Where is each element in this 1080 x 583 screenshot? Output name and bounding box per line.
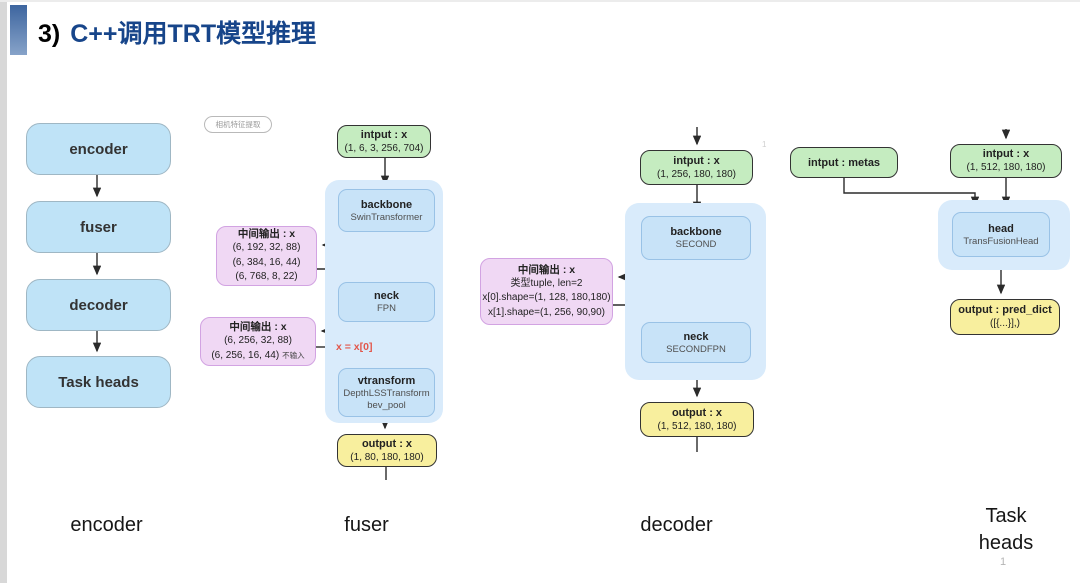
fuser-neck-title: neck xyxy=(373,290,400,302)
decoder-neck-subtitle: SECONDFPN xyxy=(666,343,726,355)
decoder-output-shape: (1, 512, 180, 180) xyxy=(657,420,737,432)
title-accent-bar xyxy=(10,5,27,55)
fuser-input-title: intput : x xyxy=(360,128,408,141)
decoder-output-box: output : x (1, 512, 180, 180) xyxy=(640,402,754,437)
decoder-input-shape: (1, 256, 180, 180) xyxy=(657,168,736,180)
fuser-backbone-title: backbone xyxy=(360,198,413,211)
decoder-input-title: intput : x xyxy=(673,154,720,167)
decoder-input-box: intput : x (1, 256, 180, 180) xyxy=(640,150,753,185)
fuser-slice-label: x = x[0] xyxy=(336,341,373,353)
head-output-box: output : pred_dict ([{...}],) xyxy=(950,299,1060,335)
fuser-not-input-note: 不输入 xyxy=(282,350,305,360)
decoder-backbone-subtitle: SECOND xyxy=(675,239,717,250)
fuser-mid-output-1-shape: (6, 192, 32, 88) xyxy=(232,242,301,254)
decoder-neck-box: neck SECONDFPN xyxy=(641,322,751,363)
fuser-mid-output-1-shape: (6, 384, 16, 44) xyxy=(232,256,301,268)
head-input-metas-title: intput : metas xyxy=(807,156,881,169)
overview-node-decoder: decoder xyxy=(26,279,171,331)
fuser-vtransform-subtitle: DepthLSSTransform xyxy=(343,387,430,399)
page-number: 1 xyxy=(1000,556,1007,568)
fuser-mid-output-2-shape: (6, 256, 16, 44)不输入 xyxy=(211,349,304,364)
fuser-vtransform-box: vtransform DepthLSSTransform bev_pool xyxy=(338,368,435,417)
caption-encoder: encoder xyxy=(70,514,143,536)
caption-task-heads: Task heads xyxy=(966,503,1046,557)
decoder-backbone-box: backbone SECOND xyxy=(641,216,751,260)
head-input-x-title: intput : x xyxy=(982,148,1030,161)
fuser-mid-output-2-title: 中间输出 : x xyxy=(229,321,287,333)
head-output-title: output : pred_dict xyxy=(958,304,1052,317)
fuser-vtransform-subtitle2: bev_pool xyxy=(367,399,406,411)
decoder-backbone-title: backbone xyxy=(670,226,722,238)
caption-task-heads-line2: heads xyxy=(978,532,1034,554)
decoder-mid-output-shape-2: x[1].shape=(1, 256, 90,90) xyxy=(487,306,606,318)
title-number: 3) xyxy=(38,20,61,48)
overview-node-fuser: fuser xyxy=(26,201,171,253)
fuser-mid-output-1-box: 中间输出 : x (6, 192, 32, 88) (6, 384, 16, 4… xyxy=(216,226,317,286)
fuser-mid-output-1-shape: (6, 768, 8, 22) xyxy=(235,271,298,283)
fuser-input-box: intput : x (1, 6, 3, 256, 704) xyxy=(337,125,431,158)
camera-feature-badge: 相机特征提取 xyxy=(204,116,272,133)
fuser-mid-output-2-shape: (6, 256, 32, 88) xyxy=(224,335,292,346)
fuser-mid-output-1-title: 中间输出 : x xyxy=(237,228,296,241)
overview-node-label: encoder xyxy=(69,140,128,158)
caption-task-heads-line1: Task xyxy=(985,505,1027,527)
fuser-backbone-box: backbone SwinTransformer xyxy=(338,189,435,232)
fuser-vtransform-title: vtransform xyxy=(357,374,416,387)
title-text: C++调用TRT模型推理 xyxy=(70,20,317,48)
head-output-shape: ([{...}],) xyxy=(989,318,1020,330)
fuser-output-shape: (1, 80, 180, 180) xyxy=(350,451,424,463)
decoder-neck-title: neck xyxy=(683,330,709,343)
overview-node-label: Task heads xyxy=(58,373,139,391)
overview-node-label: decoder xyxy=(69,296,128,314)
head-input-x-shape: (1, 512, 180, 180) xyxy=(966,162,1046,174)
decoder-mid-output-type: 类型tuple, len=2 xyxy=(510,277,583,289)
slide-left-edge xyxy=(0,0,7,583)
head-box: head TransFusionHead xyxy=(952,212,1050,257)
fuser-backbone-subtitle: SwinTransformer xyxy=(350,211,423,223)
head-input-metas-box: intput : metas xyxy=(790,147,898,178)
overview-node-task-heads: Task heads xyxy=(26,356,171,408)
slide-top-edge xyxy=(0,0,1080,2)
fuser-mid-output-2-shape-2: (6, 256, 16, 44) xyxy=(211,349,280,361)
head-subtitle: TransFusionHead xyxy=(963,235,1039,247)
fuser-neck-box: neck FPN xyxy=(338,282,435,322)
fuser-mid-output-2-box: 中间输出 : x (6, 256, 32, 88) (6, 256, 16, 4… xyxy=(200,317,316,366)
fuser-neck-subtitle: FPN xyxy=(377,303,396,314)
caption-decoder: decoder xyxy=(640,514,713,536)
head-input-x-box: intput : x (1, 512, 180, 180) xyxy=(950,144,1062,178)
decoder-mid-output-title: 中间输出 : x xyxy=(517,263,576,276)
fuser-input-shape: (1, 6, 3, 256, 704) xyxy=(344,142,424,154)
fuser-output-box: output : x (1, 80, 180, 180) xyxy=(337,434,437,467)
decoder-mid-output-box: 中间输出 : x 类型tuple, len=2 x[0].shape=(1, 1… xyxy=(480,258,613,325)
footnote-marker: 1 xyxy=(762,140,767,149)
decoder-mid-output-shape: x[0].shape=(1, 128, 180,180) xyxy=(482,292,611,304)
decoder-output-title: output : x xyxy=(671,406,723,419)
overview-node-encoder: encoder xyxy=(26,123,171,175)
page-title: 3) C++调用TRT模型推理 xyxy=(38,14,316,50)
head-title: head xyxy=(988,222,1014,235)
overview-node-label: fuser xyxy=(80,218,117,236)
fuser-output-title: output : x xyxy=(361,437,413,450)
caption-fuser: fuser xyxy=(344,514,389,536)
